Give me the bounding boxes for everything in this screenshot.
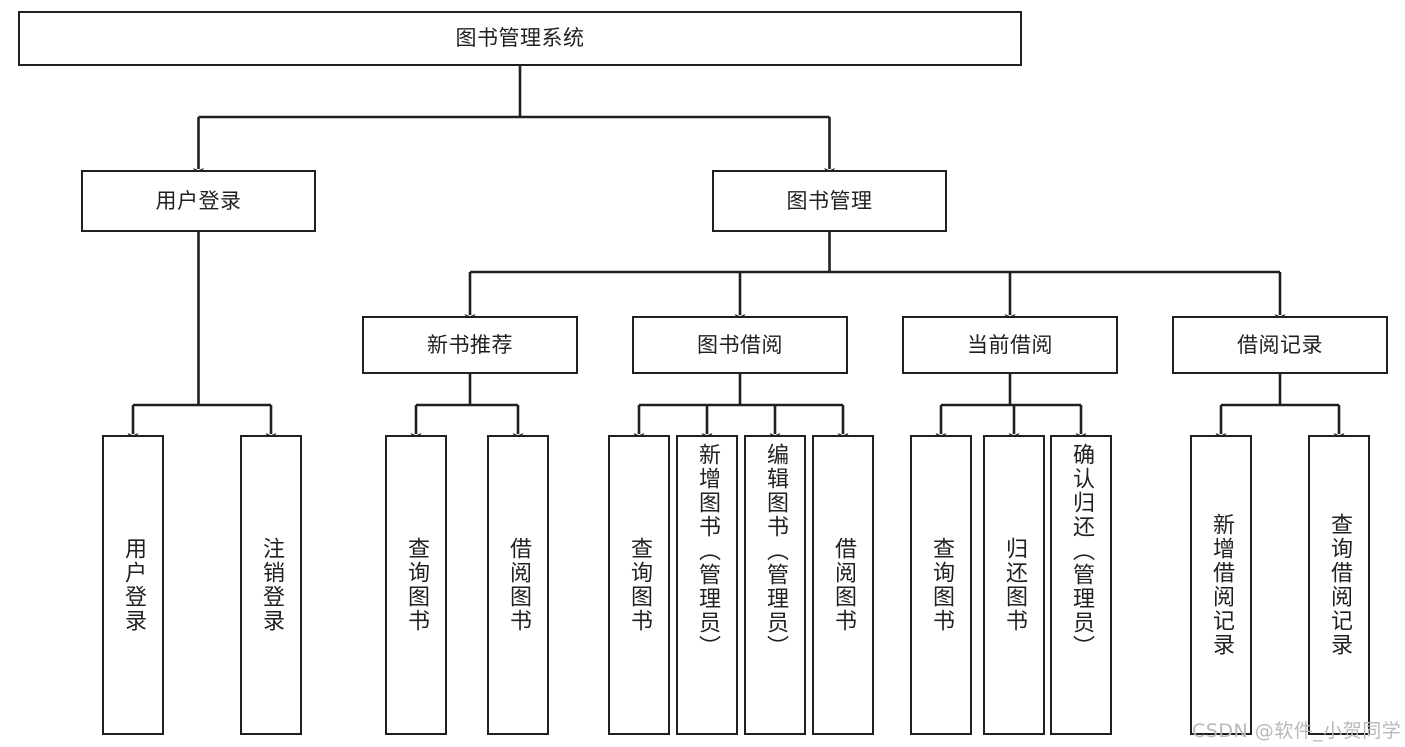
node-label: 借阅记录 [1237, 332, 1323, 357]
node-leaf-cur-confirm[interactable]: 确认归还（管理员） [1050, 435, 1112, 735]
watermark-text: CSDN @软件_小贺同学 [1192, 720, 1402, 742]
node-label: 新增图书（管理员） [695, 443, 720, 659]
node-label: 查询图书 [929, 537, 954, 633]
node-leaf-rec-query[interactable]: 查询图书 [385, 435, 447, 735]
node-label: 借阅图书 [831, 537, 856, 633]
node-label: 图书管理 [786, 188, 873, 213]
node-label: 归还图书 [1002, 537, 1027, 633]
node-label: 新书推荐 [427, 332, 513, 357]
node-leaf-rec-borrow[interactable]: 借阅图书 [487, 435, 549, 735]
node-label: 当前借阅 [967, 332, 1053, 357]
node-label: 图书借阅 [697, 332, 783, 357]
node-leaf-cur-return[interactable]: 归还图书 [983, 435, 1045, 735]
node-leaf-brw-query[interactable]: 查询图书 [608, 435, 670, 735]
node-leaf-cur-query[interactable]: 查询图书 [910, 435, 972, 735]
node-current-borrow[interactable]: 当前借阅 [902, 316, 1118, 374]
node-label: 确认归还（管理员） [1069, 443, 1094, 659]
node-new-book-rec[interactable]: 新书推荐 [362, 316, 578, 374]
node-label: 新增借阅记录 [1209, 513, 1234, 657]
node-leaf-brw-edit[interactable]: 编辑图书（管理员） [744, 435, 806, 735]
node-label: 用户登录 [121, 537, 146, 633]
node-book-manage[interactable]: 图书管理 [712, 170, 947, 232]
node-leaf-brw-lend[interactable]: 借阅图书 [812, 435, 874, 735]
node-label: 借阅图书 [506, 537, 531, 633]
node-leaf-rec-add[interactable]: 新增借阅记录 [1190, 435, 1252, 735]
node-leaf-rec-search[interactable]: 查询借阅记录 [1308, 435, 1370, 735]
node-label: 用户登录 [155, 188, 242, 213]
node-borrow-record[interactable]: 借阅记录 [1172, 316, 1388, 374]
node-label: 注销登录 [259, 537, 284, 633]
node-label: 查询图书 [404, 537, 429, 633]
node-label: 查询图书 [627, 537, 652, 633]
node-leaf-user-login[interactable]: 用户登录 [102, 435, 164, 735]
node-root[interactable]: 图书管理系统 [18, 11, 1022, 66]
node-book-borrow[interactable]: 图书借阅 [632, 316, 848, 374]
node-label: 图书管理系统 [455, 26, 585, 51]
node-leaf-brw-add[interactable]: 新增图书（管理员） [676, 435, 738, 735]
node-label: 查询借阅记录 [1327, 513, 1352, 657]
node-user-login[interactable]: 用户登录 [81, 170, 316, 232]
node-leaf-user-logout[interactable]: 注销登录 [240, 435, 302, 735]
node-label: 编辑图书（管理员） [763, 443, 788, 659]
